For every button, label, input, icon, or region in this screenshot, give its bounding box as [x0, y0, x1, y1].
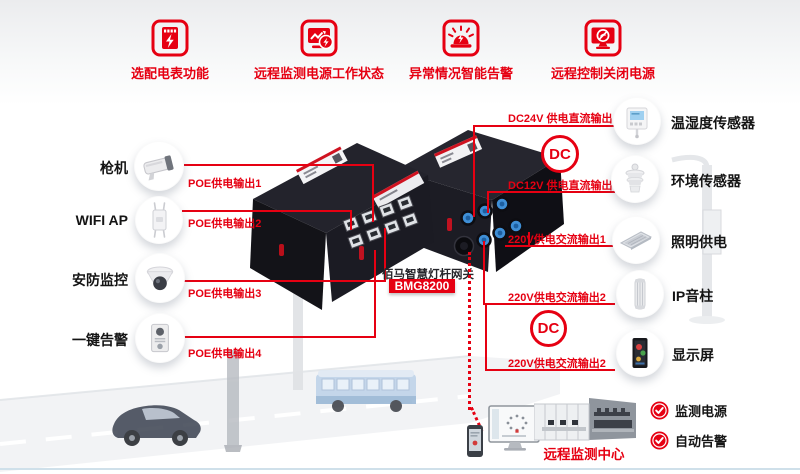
- poe-line-1-drop: [372, 164, 374, 222]
- alarm-siren-icon: [442, 19, 480, 57]
- poe-output-label: POE供电输出1: [188, 178, 262, 190]
- poe-line-3-rise: [384, 228, 386, 282]
- device-label: 显示屏: [672, 347, 714, 363]
- poe-line-1: [184, 164, 374, 166]
- street-light-icon: [619, 231, 653, 250]
- output-label: DC24V 供电直流输出: [508, 113, 613, 125]
- lamp-pole-right: [671, 154, 725, 324]
- device-environment-sensor: [611, 155, 659, 203]
- device-label: 安防监控: [72, 272, 128, 288]
- poe-line-4: [184, 336, 376, 338]
- ac220v-line-3: [485, 369, 615, 371]
- device-label: 一键告警: [72, 332, 128, 348]
- device-bullet-camera: [134, 141, 184, 191]
- phone: [467, 425, 483, 457]
- device-label: 枪机: [100, 160, 128, 176]
- environment-sensor-icon: [625, 163, 645, 193]
- output-label: DC12V 供电直流输出: [508, 180, 613, 192]
- device-wifi-ap: [135, 196, 183, 244]
- dc-badge: DC: [541, 135, 579, 173]
- ac220v-line-2: [483, 303, 615, 305]
- bus: [316, 370, 416, 412]
- feature-smart-alarm: 异常情况智能告警: [401, 18, 521, 82]
- antenna-connector: [447, 218, 452, 231]
- remote-link-dotted-line: [468, 252, 471, 410]
- feature-label: 选配电表功能: [130, 66, 209, 81]
- device-label: 照明供电: [671, 234, 727, 250]
- road-pole: [224, 350, 242, 452]
- gateway-model-banner: BMG8200: [389, 279, 455, 293]
- gateway-devices: [250, 130, 564, 310]
- poe-output-label: POE供电输出4: [188, 348, 262, 360]
- output-label: 220V供电交流输出1: [508, 234, 606, 246]
- ac220v-line-2-rise: [483, 241, 485, 303]
- device-display-screen: [616, 329, 664, 377]
- wifi-ap-icon: [152, 202, 167, 238]
- device-label: WIFI AP: [75, 212, 128, 228]
- monitor-chart-icon: [300, 19, 338, 57]
- badge-monitor-power: 监测电源: [650, 401, 727, 420]
- device-sticker: [434, 135, 483, 168]
- alarm-panel-icon: [151, 323, 169, 353]
- ac220v-line-1-rise: [528, 232, 530, 245]
- ip-speaker-column-icon: [634, 278, 646, 310]
- ac220v-line-1: [505, 245, 615, 247]
- gateway-name: 佰马智慧灯杆网关: [382, 269, 474, 281]
- device-ip-speaker-column: [616, 270, 664, 318]
- control-room: [534, 398, 636, 441]
- display-screen-icon: [632, 338, 648, 368]
- monitoring-center-title: 远程监测中心: [543, 447, 625, 462]
- poe-line-2-drop: [350, 210, 352, 230]
- check-icon: [650, 401, 669, 420]
- electric-meter-icon: [151, 19, 189, 57]
- antenna-connector: [359, 246, 364, 260]
- gateway-left: [250, 143, 434, 310]
- badge-auto-alarm: 自动告警: [650, 431, 727, 450]
- feature-label: 异常情况智能告警: [408, 66, 513, 81]
- device-street-light: [612, 216, 660, 264]
- device-label: 温湿度传感器: [671, 115, 755, 131]
- bullet-camera-icon: [143, 155, 174, 181]
- feature-electric-meter: 选配电表功能: [110, 18, 230, 82]
- feature-remote-power-off: 远程控制关闭电源: [543, 18, 663, 82]
- device-alarm-panel: [135, 313, 185, 363]
- badge-label: 监测电源: [675, 404, 728, 419]
- feature-label: 远程控制关闭电源: [550, 66, 655, 81]
- monitoring-screen: [488, 405, 540, 451]
- device-dome-camera: [135, 253, 185, 303]
- road-scene: [0, 350, 560, 474]
- car: [112, 405, 201, 446]
- output-label: 220V供电交流输出2: [508, 358, 606, 370]
- pole-sign: [702, 209, 722, 255]
- antenna-connector: [279, 244, 284, 256]
- dome-camera-icon: [146, 266, 174, 291]
- dc12v-line-drop: [487, 191, 489, 213]
- poe-ports: [342, 194, 419, 250]
- dc24v-line: [473, 125, 615, 127]
- bottom-divider: [0, 468, 800, 470]
- device-label: 环境传感器: [671, 173, 741, 189]
- poe-output-label: POE供电输出2: [188, 218, 262, 230]
- dc-badge: DC: [530, 310, 567, 347]
- output-label: 220V供电交流输出2: [508, 292, 606, 304]
- feature-label: 远程监测电源工作状态: [254, 66, 385, 81]
- dc12v-line: [487, 191, 615, 193]
- poe-line-3: [184, 280, 386, 282]
- feature-monitor-power: 远程监测电源工作状态: [254, 18, 384, 82]
- badge-label: 自动告警: [675, 434, 728, 449]
- temp-humidity-sensor-icon: [626, 107, 648, 139]
- check-icon: [650, 431, 669, 450]
- ac220v-line-3-rise: [485, 303, 487, 369]
- dc24v-line-drop: [473, 125, 475, 217]
- poe-output-label: POE供电输出3: [188, 288, 262, 300]
- device-temp-humidity-sensor: [613, 97, 661, 145]
- power-off-monitor-icon: [584, 19, 622, 57]
- front-sticker: [372, 170, 425, 209]
- device-label: IP音柱: [672, 288, 714, 304]
- poe-line-2: [182, 210, 352, 212]
- power-connectors: [453, 196, 524, 257]
- poe-line-4-rise: [374, 250, 376, 338]
